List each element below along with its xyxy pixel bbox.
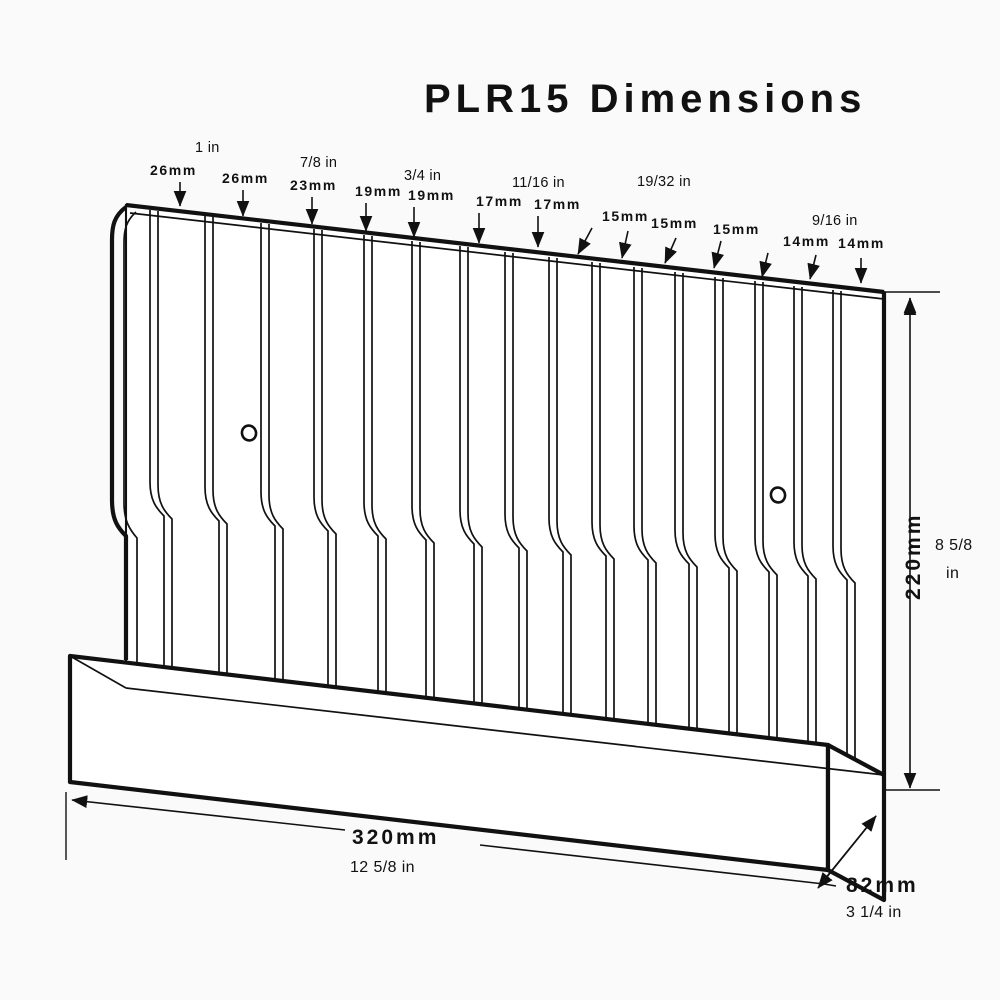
divider-group [149, 210, 856, 768]
divider [204, 216, 220, 706]
divider [832, 290, 848, 766]
rack-top-rail-inner [129, 212, 885, 300]
divider [682, 273, 698, 754]
slot-mm-label: 26mm [222, 170, 269, 186]
down-arrow-icon [807, 254, 820, 280]
down-arrow-icon [711, 240, 725, 269]
divider [157, 211, 173, 702]
height-inch-label-2: in [946, 565, 959, 582]
divider [591, 262, 607, 745]
slot-mm-label: 15mm [602, 208, 649, 224]
divider [556, 258, 572, 743]
slot-inch-label: 11/16 in [512, 175, 565, 191]
divider [149, 210, 165, 700]
divider [371, 236, 387, 725]
slot-dimensions: 1 in 26mm 26mm 7/8 in 23mm 19mm 3/4 in 1… [150, 140, 885, 284]
divider [840, 291, 856, 768]
height-mm-label: 220mm [902, 513, 925, 600]
slot-mm-label: 23mm [290, 177, 337, 193]
divider [459, 246, 475, 733]
base-top-join-2 [125, 687, 885, 776]
divider [633, 267, 649, 749]
down-arrow-icon [664, 237, 677, 264]
slot-mm-label: 15mm [651, 215, 698, 231]
divider [801, 287, 817, 765]
divider [793, 286, 809, 763]
depth-dimension: 82mm 3 1/4 in [817, 800, 919, 921]
divider [674, 272, 690, 752]
height-dimension: 220mm 8 5/8 in [884, 291, 973, 791]
divider [260, 223, 276, 712]
slot-inch-label: 19/32 in [637, 174, 691, 190]
divider [313, 229, 329, 718]
divider [321, 230, 337, 720]
width-line-right [479, 844, 825, 885]
base-right-outline [825, 742, 887, 903]
divider [548, 257, 564, 741]
down-arrow-icon [759, 252, 772, 278]
divider [212, 217, 228, 708]
divider [419, 242, 435, 730]
divider [754, 281, 770, 759]
divider [467, 247, 483, 735]
slot-inch-label: 7/8 in [300, 155, 337, 171]
slot-mm-label: 17mm [476, 193, 523, 209]
rack-left-edge [109, 205, 129, 660]
page-title: PLR15 Dimensions [424, 77, 866, 121]
divider [411, 241, 427, 728]
height-inch-label-1: 8 5/8 [935, 537, 973, 554]
slot-inch-label: 3/4 in [404, 168, 441, 184]
divider [722, 278, 738, 758]
down-arrow-icon [577, 227, 593, 255]
slot-mm-label: 14mm [783, 233, 830, 249]
divider [641, 268, 657, 751]
slot-inch-label: 9/16 in [812, 213, 858, 229]
slot-mm-label: 19mm [408, 187, 455, 203]
slot-mm-label: 17mm [534, 196, 581, 212]
rack-illustration [67, 202, 887, 903]
slot-mm-label: 14mm [838, 235, 885, 251]
width-inch-label: 12 5/8 in [350, 859, 415, 876]
divider [363, 235, 379, 723]
width-mm-label: 320mm [352, 826, 439, 849]
rack-top-rail [125, 202, 885, 295]
divider [599, 263, 615, 747]
depth-arrow-lower [817, 815, 877, 889]
down-arrow-icon [619, 230, 632, 259]
slot-mm-label: 19mm [355, 183, 402, 199]
mounting-hole [240, 424, 258, 442]
divider [714, 277, 730, 756]
divider [268, 224, 284, 714]
base-top-join [69, 655, 127, 689]
width-arrow-left [71, 795, 346, 831]
slot-mm-label: 26mm [150, 162, 197, 178]
mounting-hole [769, 486, 787, 504]
slot-mm-label: 15mm [713, 221, 760, 237]
divider [504, 252, 520, 737]
divider [512, 253, 528, 739]
slot-inch-label: 1 in [195, 140, 220, 156]
depth-mm-label: 82mm [846, 874, 919, 897]
divider [762, 282, 778, 761]
depth-inch-label: 3 1/4 in [846, 904, 902, 921]
rack-left-edge-inner [123, 211, 138, 664]
width-dimension: 320mm 12 5/8 in [65, 792, 837, 887]
